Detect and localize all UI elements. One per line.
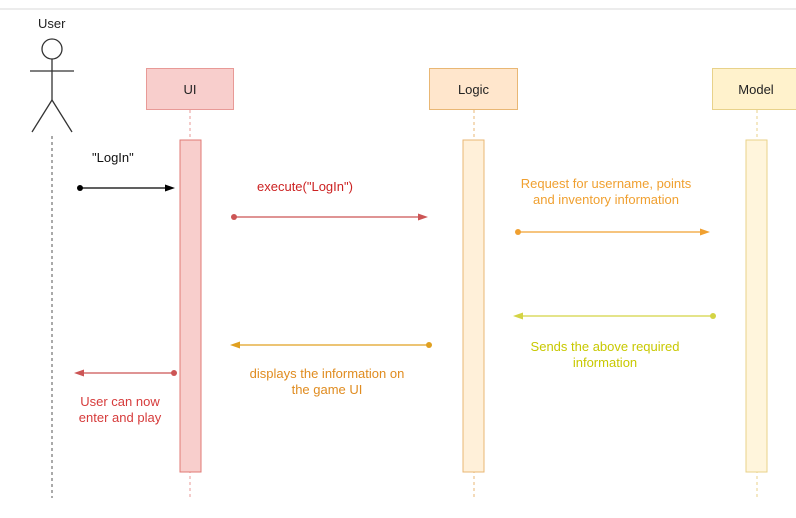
message-arrow-request xyxy=(515,228,710,236)
message-label-sends: Sends the above required information xyxy=(500,339,710,371)
message-label-request-line1: Request for username, points xyxy=(520,176,692,191)
message-label-login: "LogIn" xyxy=(92,150,134,165)
activation-bar-ui xyxy=(179,139,202,473)
message-label-displays-line1: displays the information on xyxy=(249,366,405,381)
message-label-request-line2: and inventory information xyxy=(533,192,679,207)
participant-model[interactable]: Model xyxy=(712,68,796,110)
participant-model-label: Model xyxy=(738,81,774,97)
top-divider xyxy=(0,8,796,10)
message-label-execute: execute("LogIn") xyxy=(257,179,353,194)
message-arrow-execute xyxy=(231,213,428,221)
message-label-user-return: User can now enter and play xyxy=(58,394,182,426)
stick-figure-icon xyxy=(30,38,74,133)
message-label-request: Request for username, points and invento… xyxy=(488,176,724,208)
message-arrow-displays xyxy=(230,341,432,349)
message-arrow-login xyxy=(77,184,175,192)
message-label-displays-line2: the game UI xyxy=(291,382,363,397)
message-label-user-return-line2: enter and play xyxy=(78,410,162,425)
participant-logic-label: Logic xyxy=(457,81,490,97)
activation-bar-model xyxy=(745,139,768,473)
actor-label: User xyxy=(38,16,66,31)
participant-logic[interactable]: Logic xyxy=(429,68,518,110)
message-label-sends-line1: Sends the above required xyxy=(530,339,680,354)
activation-bar-logic xyxy=(462,139,485,473)
participant-ui[interactable]: UI xyxy=(146,68,234,110)
message-arrow-sends xyxy=(513,312,716,320)
message-label-user-return-line1: User can now xyxy=(80,394,160,409)
message-label-sends-line2: information xyxy=(572,355,638,370)
participant-ui-label: UI xyxy=(183,81,197,97)
message-arrow-user-return xyxy=(74,369,177,377)
message-label-displays: displays the information on the game UI xyxy=(222,366,432,398)
